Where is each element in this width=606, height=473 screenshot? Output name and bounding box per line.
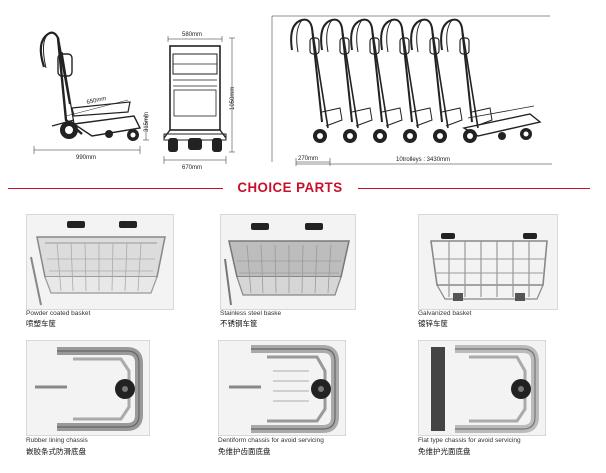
part-photo-stainless-steel-basket xyxy=(220,214,356,310)
nested-trolley xyxy=(440,18,493,143)
part-3-caption-cn: 镀锌车筐 xyxy=(418,319,448,328)
side-length-label: 990mm xyxy=(76,155,96,161)
nested-trolley xyxy=(380,18,433,143)
part-1-caption-cn: 喷塑车筐 xyxy=(26,319,56,328)
trolley-side-view: 650mm 315mm 990mm xyxy=(33,31,150,161)
part-6-caption-cn: 免维护光面底盘 xyxy=(418,447,471,456)
nested-trolley xyxy=(320,18,373,143)
part-photo-galvanized-basket xyxy=(418,214,558,310)
section-title: CHOICE PARTS xyxy=(237,179,343,195)
basket-length-label: 650mm xyxy=(86,96,107,106)
trolley-front-view: 580mm 670mm 1050mm xyxy=(163,32,236,171)
nest-total-label: 10trolleys : 3430mm xyxy=(396,157,450,163)
part-5-caption-cn: 免维护齿面底盘 xyxy=(218,447,271,456)
part-photo-powder-coated-basket xyxy=(26,214,174,310)
total-height-label: 1050mm xyxy=(230,87,236,110)
nested-trolley xyxy=(410,18,463,143)
part-photo-flat-chassis xyxy=(418,340,546,436)
chassis-height-label: 315mm xyxy=(144,112,150,132)
nested-trolley xyxy=(290,18,343,143)
front-chassis xyxy=(462,105,542,140)
part-4-caption-cn: 嵌胶条式防滑底盘 xyxy=(26,447,86,456)
part-6-caption-en: Flat type chassis for avoid servicing xyxy=(418,437,521,444)
nested-trolleys-view: 270mm 10trolleys : 3430mm xyxy=(271,15,552,166)
part-5-caption-en: Dentiform chassis for avoid servicing xyxy=(218,437,324,444)
part-3-caption-en: Galvanized basket xyxy=(418,310,472,317)
nest-step-label: 270mm xyxy=(298,156,318,162)
part-4-caption-en: Rubber lining chassis xyxy=(26,437,88,444)
part-1-caption-en: Powder coated basket xyxy=(26,310,91,317)
part-2-caption-en: Stainless steel baske xyxy=(220,310,282,317)
top-width-label: 580mm xyxy=(182,32,202,38)
part-photo-dentiform-chassis xyxy=(218,340,346,436)
bottom-width-label: 670mm xyxy=(182,165,202,171)
part-photo-rubber-lining-chassis xyxy=(26,340,150,436)
nested-trolley xyxy=(350,18,403,143)
heading-rule-right xyxy=(358,188,590,189)
heading-rule-left xyxy=(8,188,223,189)
part-2-caption-cn: 不锈钢车筐 xyxy=(220,319,258,328)
